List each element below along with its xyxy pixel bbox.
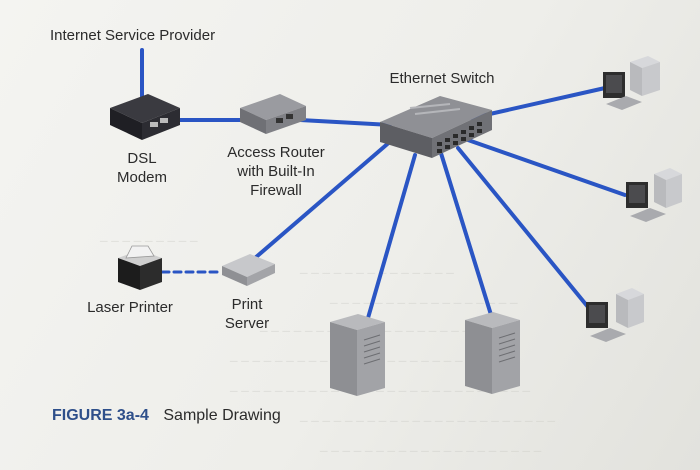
dsl-modem-label-line2: Modem — [117, 169, 167, 186]
router-label-line2: with Built-In — [236, 163, 315, 180]
workstation-icon — [626, 168, 682, 222]
svg-text:_ _ _ _ _ _ _ _ _ _ _ _ _ _ _: _ _ _ _ _ _ _ _ _ _ _ _ _ _ _ _ _ — [329, 290, 518, 306]
switch-pc2-link — [466, 138, 627, 197]
switch-label: Ethernet Switch — [389, 70, 494, 87]
svg-text:_ _ _ _ _ _ _ _ _: _ _ _ _ _ _ _ _ _ — [99, 228, 198, 244]
svg-text:_ _ _ _ _ _ _ _ _ _ _ _ _ _ _: _ _ _ _ _ _ _ _ _ _ _ _ _ _ _ _ _ _ _ _ … — [259, 318, 516, 334]
figure-number: FIGURE 3a-4 — [52, 407, 149, 424]
svg-text:_ _ _ _ _ _ _ _ _ _ _ _ _ _: _ _ _ _ _ _ _ _ _ _ _ _ _ _ — [299, 260, 454, 276]
router-label-line3: Firewall — [250, 182, 302, 199]
switch-server2-link — [438, 148, 494, 320]
switch-pc1-link — [470, 86, 607, 120]
workstation-icon — [603, 56, 660, 110]
print-server-label-line1: Print — [232, 296, 264, 313]
figure-title: Sample Drawing — [163, 407, 280, 424]
print-server-icon — [222, 254, 275, 286]
dsl-modem-label-line1: DSL — [127, 150, 156, 167]
svg-text:_ _ _ _ _ _ _ _ _ _ _ _ _ _ _: _ _ _ _ _ _ _ _ _ _ _ _ _ _ _ _ _ _ _ _ — [319, 438, 542, 454]
access-router-icon — [240, 94, 306, 134]
workstation-icon — [586, 288, 644, 342]
router-switch-link — [298, 118, 392, 127]
switch-printserver-link — [253, 138, 394, 260]
switch-server1-link — [366, 153, 417, 320]
connections — [140, 48, 627, 320]
figure-caption: FIGURE 3a-4 Sample Drawing — [52, 407, 281, 424]
svg-text:_ _ _ _ _ _ _ _ _ _ _ _ _ _ _: _ _ _ _ _ _ _ _ _ _ _ _ _ _ _ _ _ _ _ _ … — [299, 408, 556, 424]
server-icon — [465, 312, 520, 394]
ethernet-switch-icon — [380, 96, 492, 158]
laser-printer-icon — [118, 245, 162, 290]
router-label-line1: Access Router — [227, 144, 325, 161]
switch-pc3-link — [456, 146, 599, 320]
laser-printer-label: Laser Printer — [87, 299, 173, 316]
isp-label: Internet Service Provider — [50, 27, 215, 44]
dsl-modem-icon — [110, 94, 180, 140]
server-icon — [330, 314, 385, 396]
print-server-label-line2: Server — [225, 315, 269, 332]
